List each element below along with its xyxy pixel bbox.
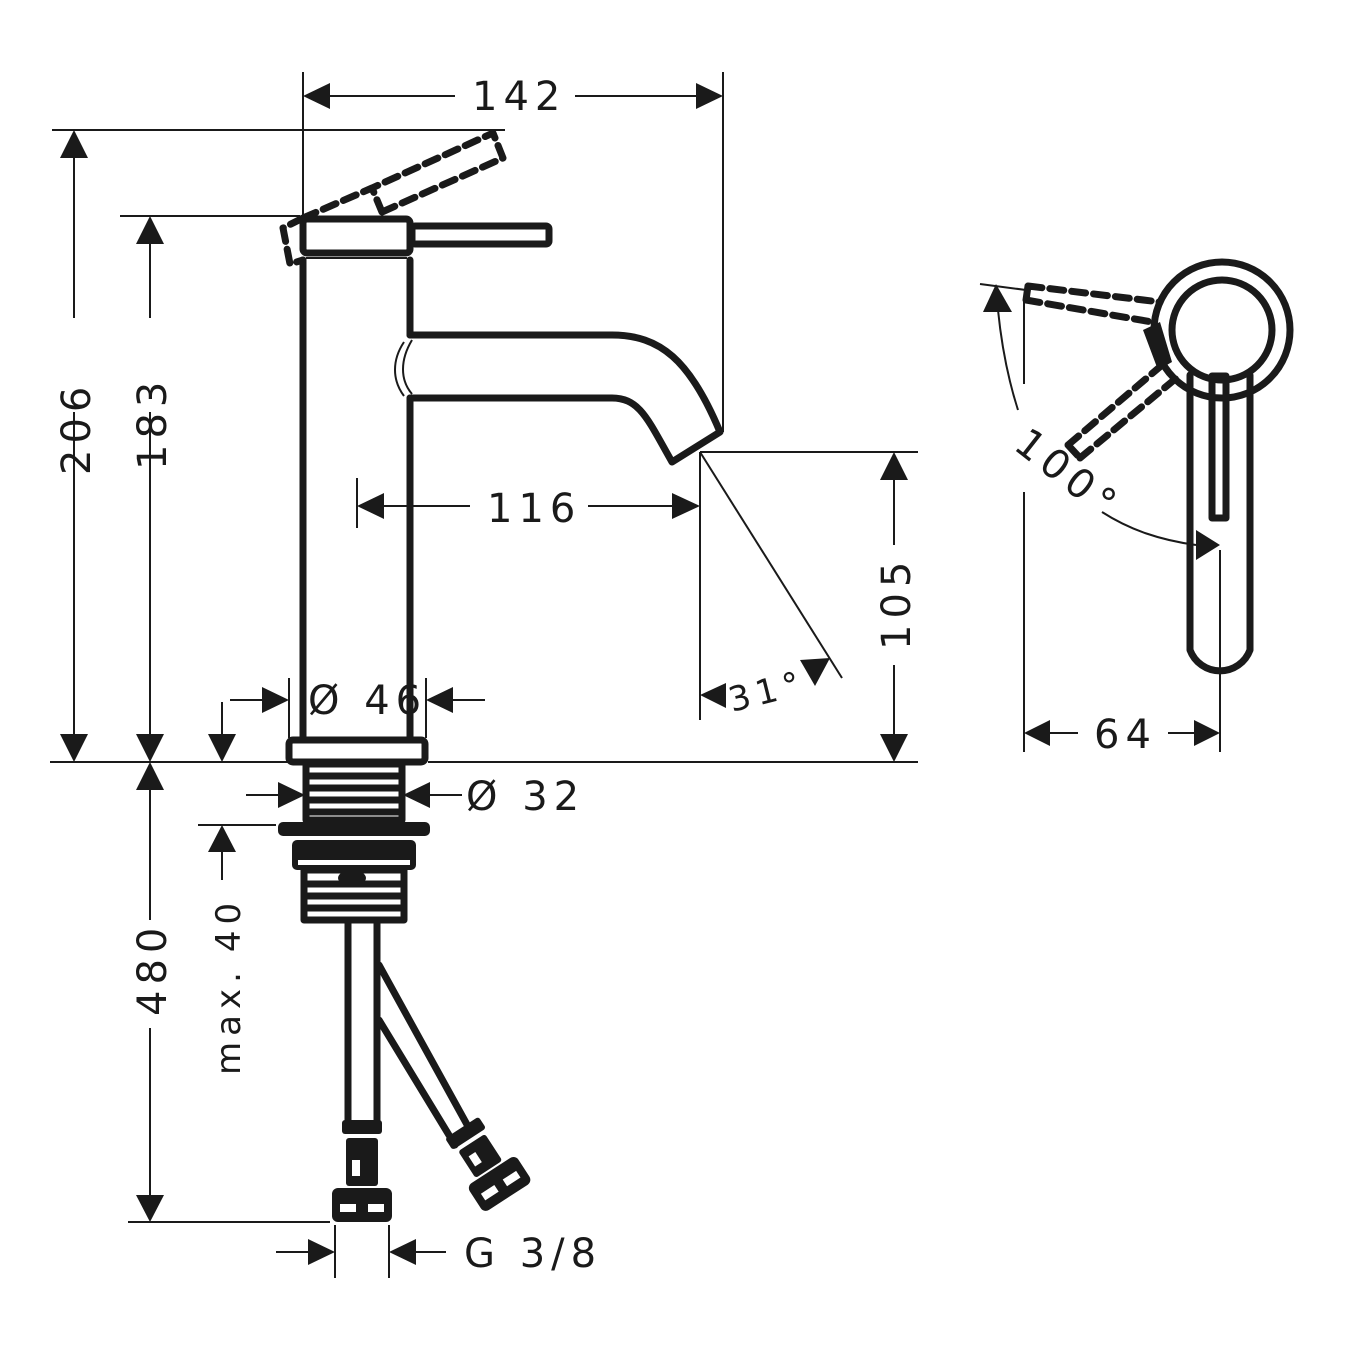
base-ring	[285, 736, 429, 766]
lever-cap	[299, 215, 414, 257]
dim-body-height: 183	[130, 376, 176, 470]
dimension-lines	[50, 72, 918, 1278]
fixing-washer	[278, 822, 430, 836]
dim-side-view-width: 64	[1094, 712, 1157, 758]
dim-body-diameter: Ø 46	[308, 678, 427, 724]
dim-hose-length: 480	[130, 922, 176, 1016]
tap-front-view	[278, 129, 724, 1222]
lever-rotated-position-1	[1022, 282, 1164, 326]
threaded-shank	[302, 760, 406, 824]
side-view-dimensions	[979, 283, 1221, 752]
supply-hoses	[332, 916, 531, 1222]
dim-spout-projection: 116	[487, 486, 581, 532]
lever-open-position	[279, 129, 507, 268]
dim-overall-width: 142	[472, 74, 566, 120]
dim-thread-diameter: Ø 32	[466, 774, 585, 820]
lever-rotated-position-2	[1064, 356, 1184, 462]
dim-max-deck-thickness: max.40	[209, 897, 249, 1075]
tap-body	[299, 256, 414, 744]
fixing-nut	[292, 840, 416, 924]
lever-top-view	[1022, 258, 1294, 675]
spout	[406, 331, 724, 466]
dim-overall-height: 206	[54, 381, 100, 475]
dim-connection-thread: G 3/8	[464, 1231, 602, 1277]
lever-hub-inner	[1168, 276, 1276, 384]
lever-handle	[408, 222, 553, 248]
dim-spout-angle: 31°	[725, 663, 811, 721]
dim-spout-height: 105	[874, 556, 920, 650]
